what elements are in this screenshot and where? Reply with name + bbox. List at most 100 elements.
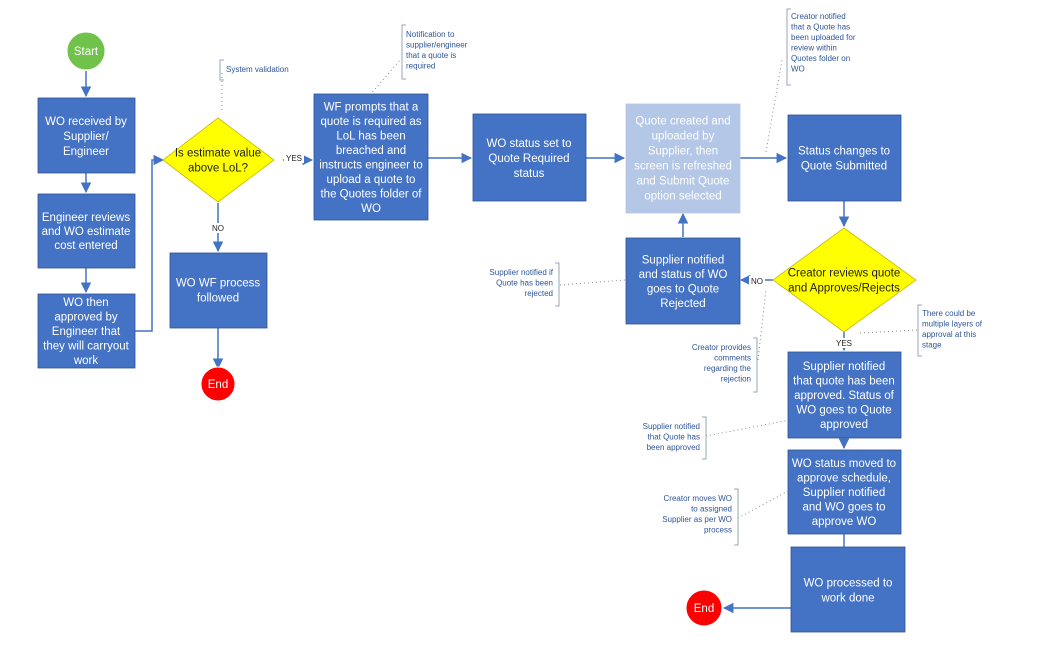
text-line: approved. Status of [794,390,895,402]
bracket-supplier-approved [702,416,707,460]
wf-process-box: WO WF process followed [169,252,268,329]
text-line: approved by [54,312,118,324]
text-line: work [73,355,99,367]
bracket-supplier-rejected [555,262,560,307]
text-line: WO WF process [176,278,261,290]
text-line: that quote has been [793,376,895,388]
wo-approved-box: WO then approved by Engineer that they will… [37,293,136,369]
text-line: upload a quote to [327,174,416,186]
text-line: There could be [922,309,976,318]
text-line: required [406,62,435,71]
yes-label-2: YES [836,339,852,348]
text-line: breached and [336,145,406,157]
text-line: been uploaded for [791,33,856,42]
text-line: Rejected [660,298,705,310]
start-node: Start [66,31,106,71]
wf-process-text: WO WF process followed [176,278,261,305]
text-line: Quote Required [488,153,569,165]
text-line: option selected [644,191,721,203]
text-line: Quote created and [635,116,730,128]
bracket-creator-comments [753,337,758,393]
text-line: approved [820,419,868,431]
text-line: System validation [226,65,289,74]
leader-creator-notified [765,59,783,153]
text-line: WO [791,65,805,74]
text-line: regarding the [704,364,752,373]
text-line: Is estimate value [175,148,261,160]
arrow-approved-to-decision [135,154,165,332]
text-line: quote is required as [320,116,421,128]
text-line: uploaded by [652,131,715,143]
text-line: rejected [525,289,553,298]
leader-supplier-approved [705,419,791,437]
text-line: Engineer reviews [42,212,130,224]
supplier-approved-text: Supplier notified that quote has been appr… [793,361,895,431]
leader-multiple-layers [859,329,919,334]
text-line: multiple layers of [922,320,983,329]
text-line: they will carryout [43,341,129,353]
text-line: been approved [647,443,700,452]
text-line: stage [922,341,942,350]
text-line: Supplier notified [803,361,885,373]
text-line: Engineer [63,146,109,158]
text-line: WO processed to [804,578,893,590]
text-line: Quotes folder on [791,54,850,63]
text-line: Creator provides [692,343,751,352]
text-line: Supplier notified [803,487,885,499]
text-line: Creator reviews quote [788,268,901,280]
text-line: Creator notified [791,12,846,21]
text-line: WO status moved to [792,458,896,470]
text-line: supplier/engineer [406,41,468,50]
text-line: and WO goes to [802,502,885,514]
annotation-brackets [219,8,922,546]
text-line: status [514,168,545,180]
text-line: followed [197,293,239,305]
text-line: Supplier notified [642,254,724,266]
text-line: approve WO [812,516,877,528]
bracket-system-validation [219,59,224,81]
bracket-multiple-layers [917,304,922,357]
text-line: WO received by [45,116,127,128]
end-left-label: End [208,379,228,391]
text-line: Status changes to [798,146,890,158]
text-line: LoL has been [336,130,405,142]
decision-creator-text: Creator reviews quote and Approves/Reject… [788,268,901,295]
text-line: the Quotes folder of [320,188,422,200]
decision-creator: Creator reviews quote and Approves/Reject… [772,227,917,333]
text-line: Engineer that [52,326,121,338]
bracket-creator-moves [734,488,739,546]
status-quote-required-text: WO status set to Quote Required status [487,138,572,180]
text-line: WO goes to Quote [796,405,891,417]
text-line: WO then [63,297,108,309]
text-line: goes to Quote [647,283,719,295]
text-line: screen is refreshed [634,161,732,173]
text-line: WO status set to [487,138,572,150]
text-line: and Submit Quote [637,176,730,188]
no-label-1: NO [212,224,224,233]
text-line: and status of WO [639,269,728,281]
text-line: and WO estimate [42,226,131,238]
text-line: and Approves/Rejects [788,283,900,295]
text-line: that a quote is [406,51,456,60]
edge-labels: YES NO NO YES [211,153,855,348]
text-line: process [704,526,732,535]
